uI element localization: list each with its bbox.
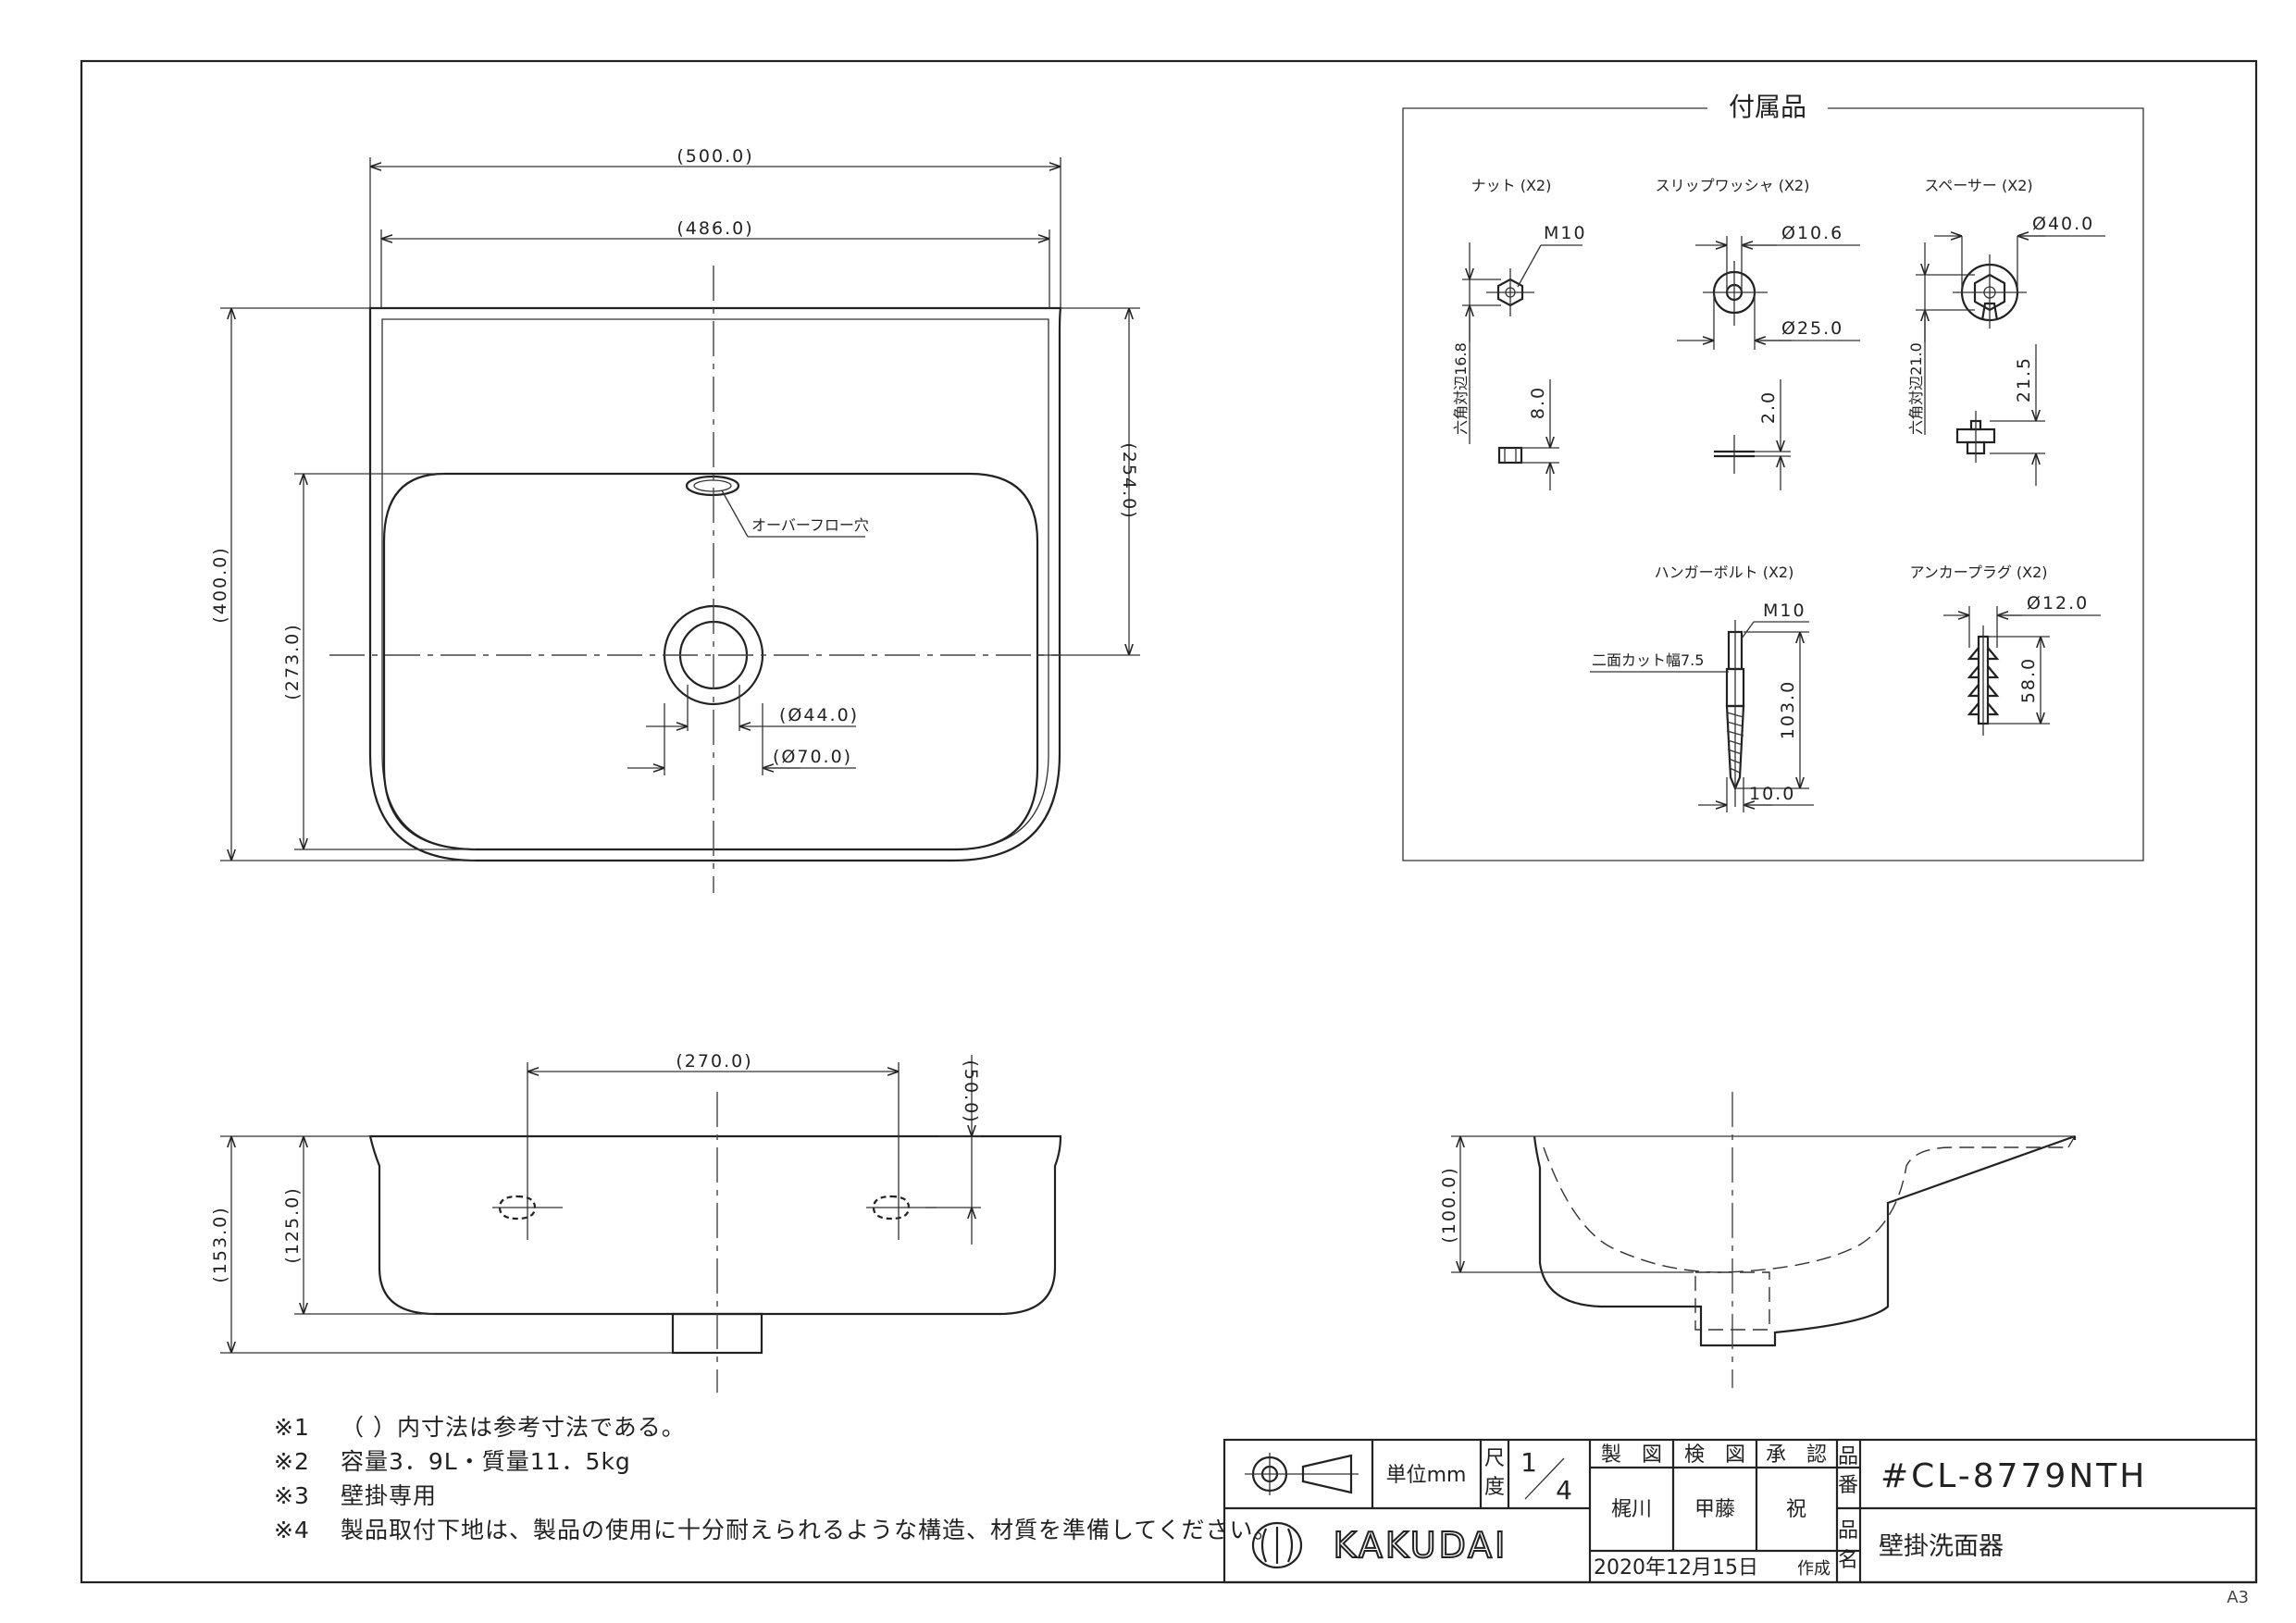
dim-height-body: (125.0) [282,1186,303,1263]
dim-width-outer: (500.0) [676,146,753,167]
nut-hex: 六角対辺16.8 [1452,342,1470,435]
basin-outline [368,306,1062,862]
washer-label: スリップワッシャ (X2) [1656,177,1810,194]
part-name: 壁掛洗面器 [1879,1532,2004,1561]
scale-label-2: 度 [1484,1476,1505,1499]
dim-hole-height: (50.0) [961,1059,981,1123]
approved-by: 祝 [1786,1498,1806,1521]
spacer-height: 21.5 [2014,356,2034,403]
plug-label: アンカープラグ (X2) [1909,564,2047,581]
side-outline [1533,1134,2076,1347]
overflow-hole [685,475,740,497]
bolt-cut: 二面カット幅7.5 [1592,651,1704,669]
approved-header: 承 認 [1766,1443,1827,1467]
created-label: 作成 [1797,1559,1831,1579]
bolt-dia: 10.0 [1749,784,1795,804]
bowl-outline [382,472,1039,851]
drawn-by: 梶川 [1611,1498,1652,1521]
checked-header: 検 図 [1684,1443,1745,1467]
dim-depth-bowl: (273.0) [282,623,303,700]
dim-bowl-height: (100.0) [1439,1166,1459,1243]
note-1-mark: ※1 [274,1414,310,1441]
unit-label: 単位mm [1386,1464,1467,1487]
washer-drawing: スリップワッシャ (X2) Ø10.6 Ø25.0 2.0 [1656,177,1860,490]
front-outline [368,1134,1062,1316]
logo-text: KAKUDAI [1334,1525,1508,1566]
drawn-header: 製 図 [1601,1443,1662,1467]
side-view: (100.0) [1439,1092,2077,1388]
date: 2020年12月15日 [1594,1556,1758,1580]
note-3-text: 壁掛専用 [341,1482,437,1509]
accessories-title: 付属品 [1729,92,1806,122]
notes: ※1 （ ）内寸法は参考寸法である。 ※2 容量3．9L・質量11．5kg ※3… [274,1414,1278,1543]
dim-drain-offset: (254.0) [1119,442,1139,519]
bolt-thread: M10 [1763,601,1806,621]
dim-height-total: (153.0) [210,1206,230,1282]
dim-drain-inner: (Ø44.0) [779,705,859,725]
anchor-plug-drawing: アンカープラグ (X2) Ø12.0 58.0 [1909,564,2101,736]
part-number: #CL-8779NTH [1880,1457,2147,1495]
washer-thickness: 2.0 [1758,390,1779,424]
part-name-label-1: 品 [1838,1519,1858,1542]
washer-inner: Ø10.6 [1781,223,1843,243]
sheet-border [80,59,2258,1584]
overflow-label: オーバーフロー穴 [751,516,869,534]
dim-depth-total: (400.0) [210,546,230,623]
note-4-text: 製品取付下地は、製品の使用に十分耐えられるような構造、材質を準備してください。 [341,1517,1278,1543]
checked-by: 甲藤 [1694,1498,1735,1521]
scale-denominator: 4 [1556,1475,1572,1505]
title-block: 単位mm 尺 度 1 4 製 図 検 図 承 認 梶川 甲藤 祝 2020年12… [1222,1438,2258,1584]
dim-drain-outer: (Ø70.0) [773,747,852,767]
dim-width-inner: (486.0) [676,218,753,239]
spacer-label: スペーサー (X2) [1924,177,2032,194]
note-2-text: 容量3．9L・質量11．5kg [341,1448,631,1475]
note-1-text: （ ）内寸法は参考寸法である。 [341,1414,686,1441]
scale-label-1: 尺 [1484,1447,1505,1470]
part-no-label-1: 品 [1838,1445,1858,1468]
washer-outer: Ø25.0 [1781,318,1843,339]
note-4-mark: ※4 [274,1517,310,1543]
spacer-drawing: スペーサー (X2) Ø40.0 六角対辺21.0 [1907,177,2105,486]
front-view: (270.0) (50.0) (153.0) (125.0) [210,1051,1062,1393]
part-name-label-2: 名 [1838,1549,1858,1572]
third-angle-projection-icon [1245,1453,1359,1495]
bolt-label: ハンガーボルト (X2) [1655,564,1794,581]
basin-rim-inner [381,318,1049,850]
dim-hole-spacing: (270.0) [676,1051,752,1072]
nut-thickness: 8.0 [1528,386,1548,419]
accessories-panel: 付属品 ナット (X2) M10 六角対辺16.8 8.0 [1402,92,2144,861]
part-no-label-2: 番 [1838,1474,1858,1497]
plug-length: 58.0 [2018,657,2039,703]
spacer-hex: 六角対辺21.0 [1907,342,1925,435]
note-2-mark: ※2 [274,1448,310,1475]
bolt-length: 103.0 [1778,680,1798,739]
top-view: (500.0) (486.0) (400.0) (273.0) (254.0) … [210,146,1140,893]
hanger-bolt-drawing: ハンガーボルト (X2) M10 二面カット幅7.5 103.0 10.0 [1590,564,1814,812]
nut-drawing: ナット (X2) M10 六角対辺16.8 8.0 [1452,177,1587,490]
nut-label: ナット (X2) [1471,177,1552,194]
spacer-dia: Ø40.0 [2032,214,2094,234]
note-3-mark: ※3 [274,1482,310,1509]
plug-dia: Ø12.0 [2027,593,2089,613]
kakudai-logo: KAKUDAI [1251,1521,1508,1569]
paper-size: A3 [2227,1588,2249,1607]
scale-numerator: 1 [1520,1447,1537,1478]
nut-thread: M10 [1544,223,1587,243]
